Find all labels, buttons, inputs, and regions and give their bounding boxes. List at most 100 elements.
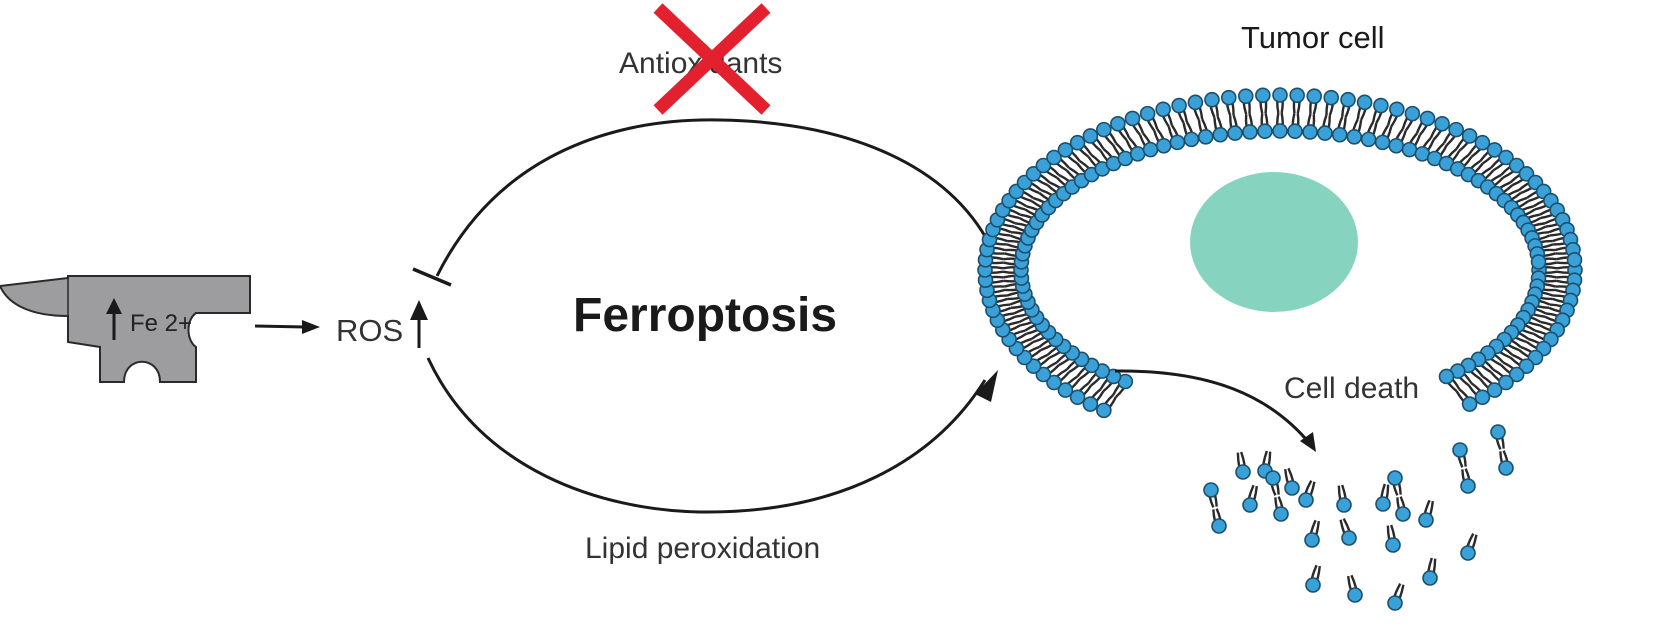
lipid-inner (1087, 153, 1111, 177)
lipid-outer (1356, 94, 1373, 121)
lipid-inner (1227, 114, 1243, 141)
ferroptosis-title: Ferroptosis (573, 289, 837, 342)
lipid-outer (1001, 192, 1027, 211)
lipid-inner (1138, 132, 1159, 158)
lipid-fragment (1235, 451, 1251, 480)
lipid-inner (1360, 121, 1378, 148)
lipid-outer (1306, 88, 1323, 115)
lipid-outer (1187, 94, 1204, 121)
cell-membrane (977, 87, 1583, 611)
lipid-fragment (1460, 468, 1476, 494)
lipid-fragment (1305, 564, 1321, 593)
lipid-outer (1255, 87, 1271, 114)
lipid-fragment (1490, 424, 1506, 450)
lipid-inner (1374, 124, 1393, 151)
lipid-outer (1082, 128, 1105, 152)
anvil-icon (0, 275, 251, 383)
lipid-inner (1182, 121, 1200, 148)
lipid-inner (1197, 118, 1214, 145)
lipid-inner (1099, 368, 1122, 393)
lipid-fragment (1418, 499, 1434, 528)
lipid-outer (1490, 149, 1514, 172)
lipid-outer (1401, 105, 1421, 132)
lipid-outer (1096, 121, 1118, 146)
lipid-outer (1155, 101, 1174, 128)
lipid-inner (1212, 116, 1229, 143)
lipid-inner (1317, 114, 1333, 141)
lipid-outer (1069, 134, 1093, 158)
lipid-inner (1055, 345, 1081, 367)
lipid-fragment (1211, 508, 1227, 534)
nucleus (1190, 172, 1358, 312)
lipid-fragment (1387, 583, 1405, 611)
lipid-inner (1449, 363, 1473, 387)
lipid-outer (1429, 115, 1450, 141)
lipid-outer (1490, 368, 1514, 391)
lipid-outer (1455, 128, 1478, 152)
lipid-fragment (1265, 470, 1281, 496)
lipid-outer (1057, 375, 1081, 398)
lipid-outer (1046, 149, 1070, 172)
lipid-inner (1438, 368, 1461, 393)
ros-label: ROS (336, 313, 403, 348)
ros-up-arrow-icon (410, 300, 428, 348)
lipid-fragment (1395, 496, 1411, 522)
lipid-inner (1167, 124, 1186, 151)
lipid-outer (1340, 91, 1356, 119)
lipid-inner (1302, 113, 1318, 140)
iron-up-arrow-icon (106, 298, 122, 340)
lipid-fragment (1498, 450, 1514, 476)
lipid-fragment (1422, 557, 1438, 586)
lipid-fragment (1347, 574, 1363, 603)
lipid-outer (1220, 89, 1237, 117)
lipid-inner (1515, 213, 1542, 231)
lipid-fragment (1339, 518, 1357, 546)
lipid-peroxidation-arc (426, 357, 998, 514)
lipid-fragment (1242, 484, 1258, 513)
lipid-fragment (1298, 480, 1316, 508)
lipid-outer (1057, 142, 1081, 165)
lipid-fragment (1273, 496, 1289, 522)
lipid-outer (1069, 382, 1093, 406)
lipid-outer (1323, 89, 1340, 117)
lipid-outer (1139, 105, 1159, 132)
lipid-outer (1467, 134, 1491, 158)
lipid-outer (1442, 121, 1464, 146)
lipid-outer (1500, 361, 1525, 383)
lipid-fragment (1284, 467, 1300, 496)
lipid-outer (1479, 142, 1503, 165)
lipid-inner (1112, 142, 1134, 167)
lipid-inner (1331, 116, 1348, 143)
lipid-fragment (1375, 483, 1391, 512)
cell-death-arrow (1114, 369, 1313, 446)
lipid-outer (1124, 110, 1145, 136)
lipid-outer (1386, 101, 1405, 128)
lipid-outer (1415, 110, 1436, 136)
lipid-outer (1096, 394, 1118, 419)
lipid-inner (1479, 345, 1505, 367)
lipid-outer (1171, 97, 1189, 124)
lipid-inner (1272, 112, 1288, 139)
lipid-peroxidation-label: Lipid peroxidation (585, 532, 820, 565)
cell-death-label: Cell death (1284, 372, 1419, 405)
lipid-outer (1237, 88, 1254, 115)
lipid-fragment (1460, 533, 1478, 561)
lipid-outer (1110, 115, 1131, 141)
lipid-inner (1153, 128, 1172, 154)
lipid-outer (1289, 87, 1305, 114)
cell-death-arrowhead (1300, 432, 1316, 452)
lipid-inner (1125, 137, 1146, 162)
antioxidant-inhibition-arc (412, 118, 992, 287)
lipid-outer (1552, 231, 1579, 248)
lipid-inner (1346, 118, 1363, 145)
lipid-fragment (1336, 484, 1352, 513)
lipid-outer (1479, 375, 1503, 398)
lipid-fragment (1387, 470, 1403, 496)
red-x-icon (653, 3, 771, 115)
tumor-cell-label: Tumor cell (1241, 20, 1385, 55)
lipid-inner (1520, 222, 1547, 238)
lipid-outer (1035, 157, 1060, 179)
lipid-fragment (1385, 524, 1401, 553)
lipid-outer (1046, 368, 1070, 391)
lipid-fragment (1203, 482, 1219, 508)
